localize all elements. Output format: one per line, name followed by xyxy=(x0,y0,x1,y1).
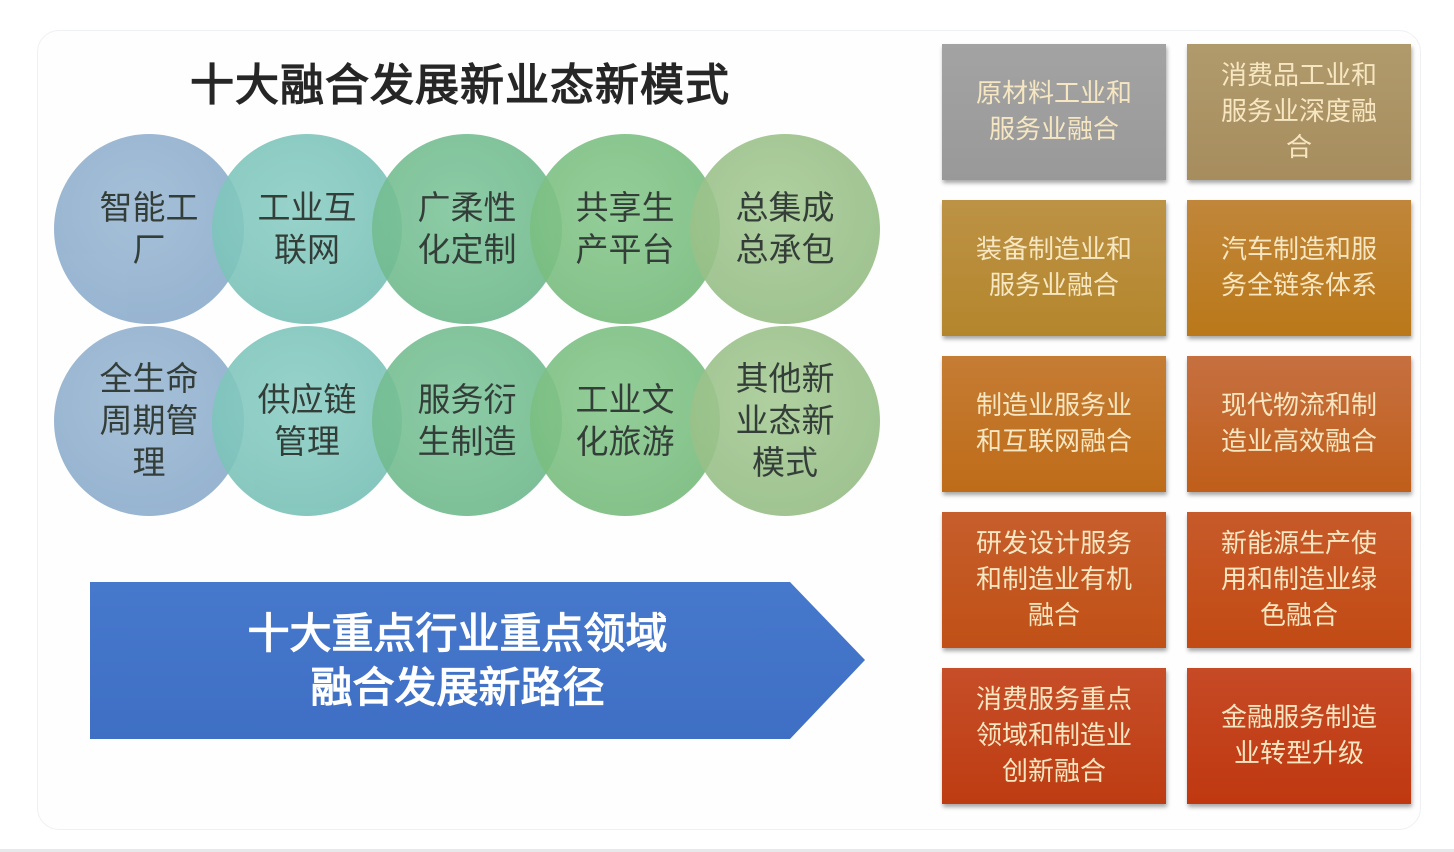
box-modern-logistics: 现代物流和制造业高效融合 xyxy=(1187,356,1411,492)
box-label: 装备制造业和服务业融合 xyxy=(975,235,1132,301)
circle-label: 智能工厂 xyxy=(99,188,199,269)
circle-label: 全生命周期管理 xyxy=(99,359,199,482)
circle-label: 总集成总承包 xyxy=(735,188,835,269)
circle-label: 工业互联网 xyxy=(257,188,357,269)
circle-shared-production: 共享生产平台 xyxy=(530,134,720,324)
circle-industrial-tourism: 工业文化旅游 xyxy=(530,326,720,516)
arrow-line-2: 融合发展新路径 xyxy=(310,662,605,712)
box-label: 消费品工业和服务业深度融合 xyxy=(1220,61,1377,163)
box-equipment-manufacturing: 装备制造业和服务业融合 xyxy=(942,200,1166,336)
box-label: 研发设计服务和制造业有机融合 xyxy=(975,529,1132,631)
box-label: 金融服务制造业转型升级 xyxy=(1220,703,1377,769)
circle-label: 其他新业态新模式 xyxy=(735,359,835,482)
circle-label: 共享生产平台 xyxy=(575,188,675,269)
circle-supply-chain: 供应链管理 xyxy=(212,326,402,516)
box-label: 新能源生产使用和制造业绿色融合 xyxy=(1220,529,1377,631)
bottom-divider xyxy=(0,849,1454,852)
circle-label: 工业文化旅游 xyxy=(575,380,675,461)
box-raw-materials: 原材料工业和服务业融合 xyxy=(942,44,1166,180)
box-label: 制造业服务业和互联网融合 xyxy=(975,391,1132,457)
box-label: 原材料工业和服务业融合 xyxy=(975,79,1132,145)
circle-industrial-internet: 工业互联网 xyxy=(212,134,402,324)
box-manufacturing-internet: 制造业服务业和互联网融合 xyxy=(942,356,1166,492)
box-label: 汽车制造和服务全链条体系 xyxy=(1220,235,1377,301)
box-label: 消费服务重点领域和制造业创新融合 xyxy=(975,685,1132,787)
box-new-energy: 新能源生产使用和制造业绿色融合 xyxy=(1187,512,1411,648)
box-consumer-goods: 消费品工业和服务业深度融合 xyxy=(1187,44,1411,180)
circle-label: 供应链管理 xyxy=(257,380,357,461)
box-rd-design: 研发设计服务和制造业有机融合 xyxy=(942,512,1166,648)
circle-label: 广柔性化定制 xyxy=(417,188,517,269)
arrow-shape xyxy=(90,582,865,739)
arrow-label: 十大重点行业重点领域 融合发展新路径 xyxy=(90,582,865,739)
box-automotive: 汽车制造和服务全链条体系 xyxy=(1187,200,1411,336)
box-label: 现代物流和制造业高效融合 xyxy=(1220,391,1377,457)
circle-other-new-models: 其他新业态新模式 xyxy=(690,326,880,516)
circle-smart-factory: 智能工厂 xyxy=(54,134,244,324)
arrow-line-1: 十大重点行业重点领域 xyxy=(247,608,668,658)
circle-label: 服务衍生制造 xyxy=(417,380,517,461)
diagram-title: 十大融合发展新业态新模式 xyxy=(190,60,730,111)
circle-general-contracting: 总集成总承包 xyxy=(690,134,880,324)
box-consumer-services: 消费服务重点领域和制造业创新融合 xyxy=(942,668,1166,804)
box-financial-services: 金融服务制造业转型升级 xyxy=(1187,668,1411,804)
